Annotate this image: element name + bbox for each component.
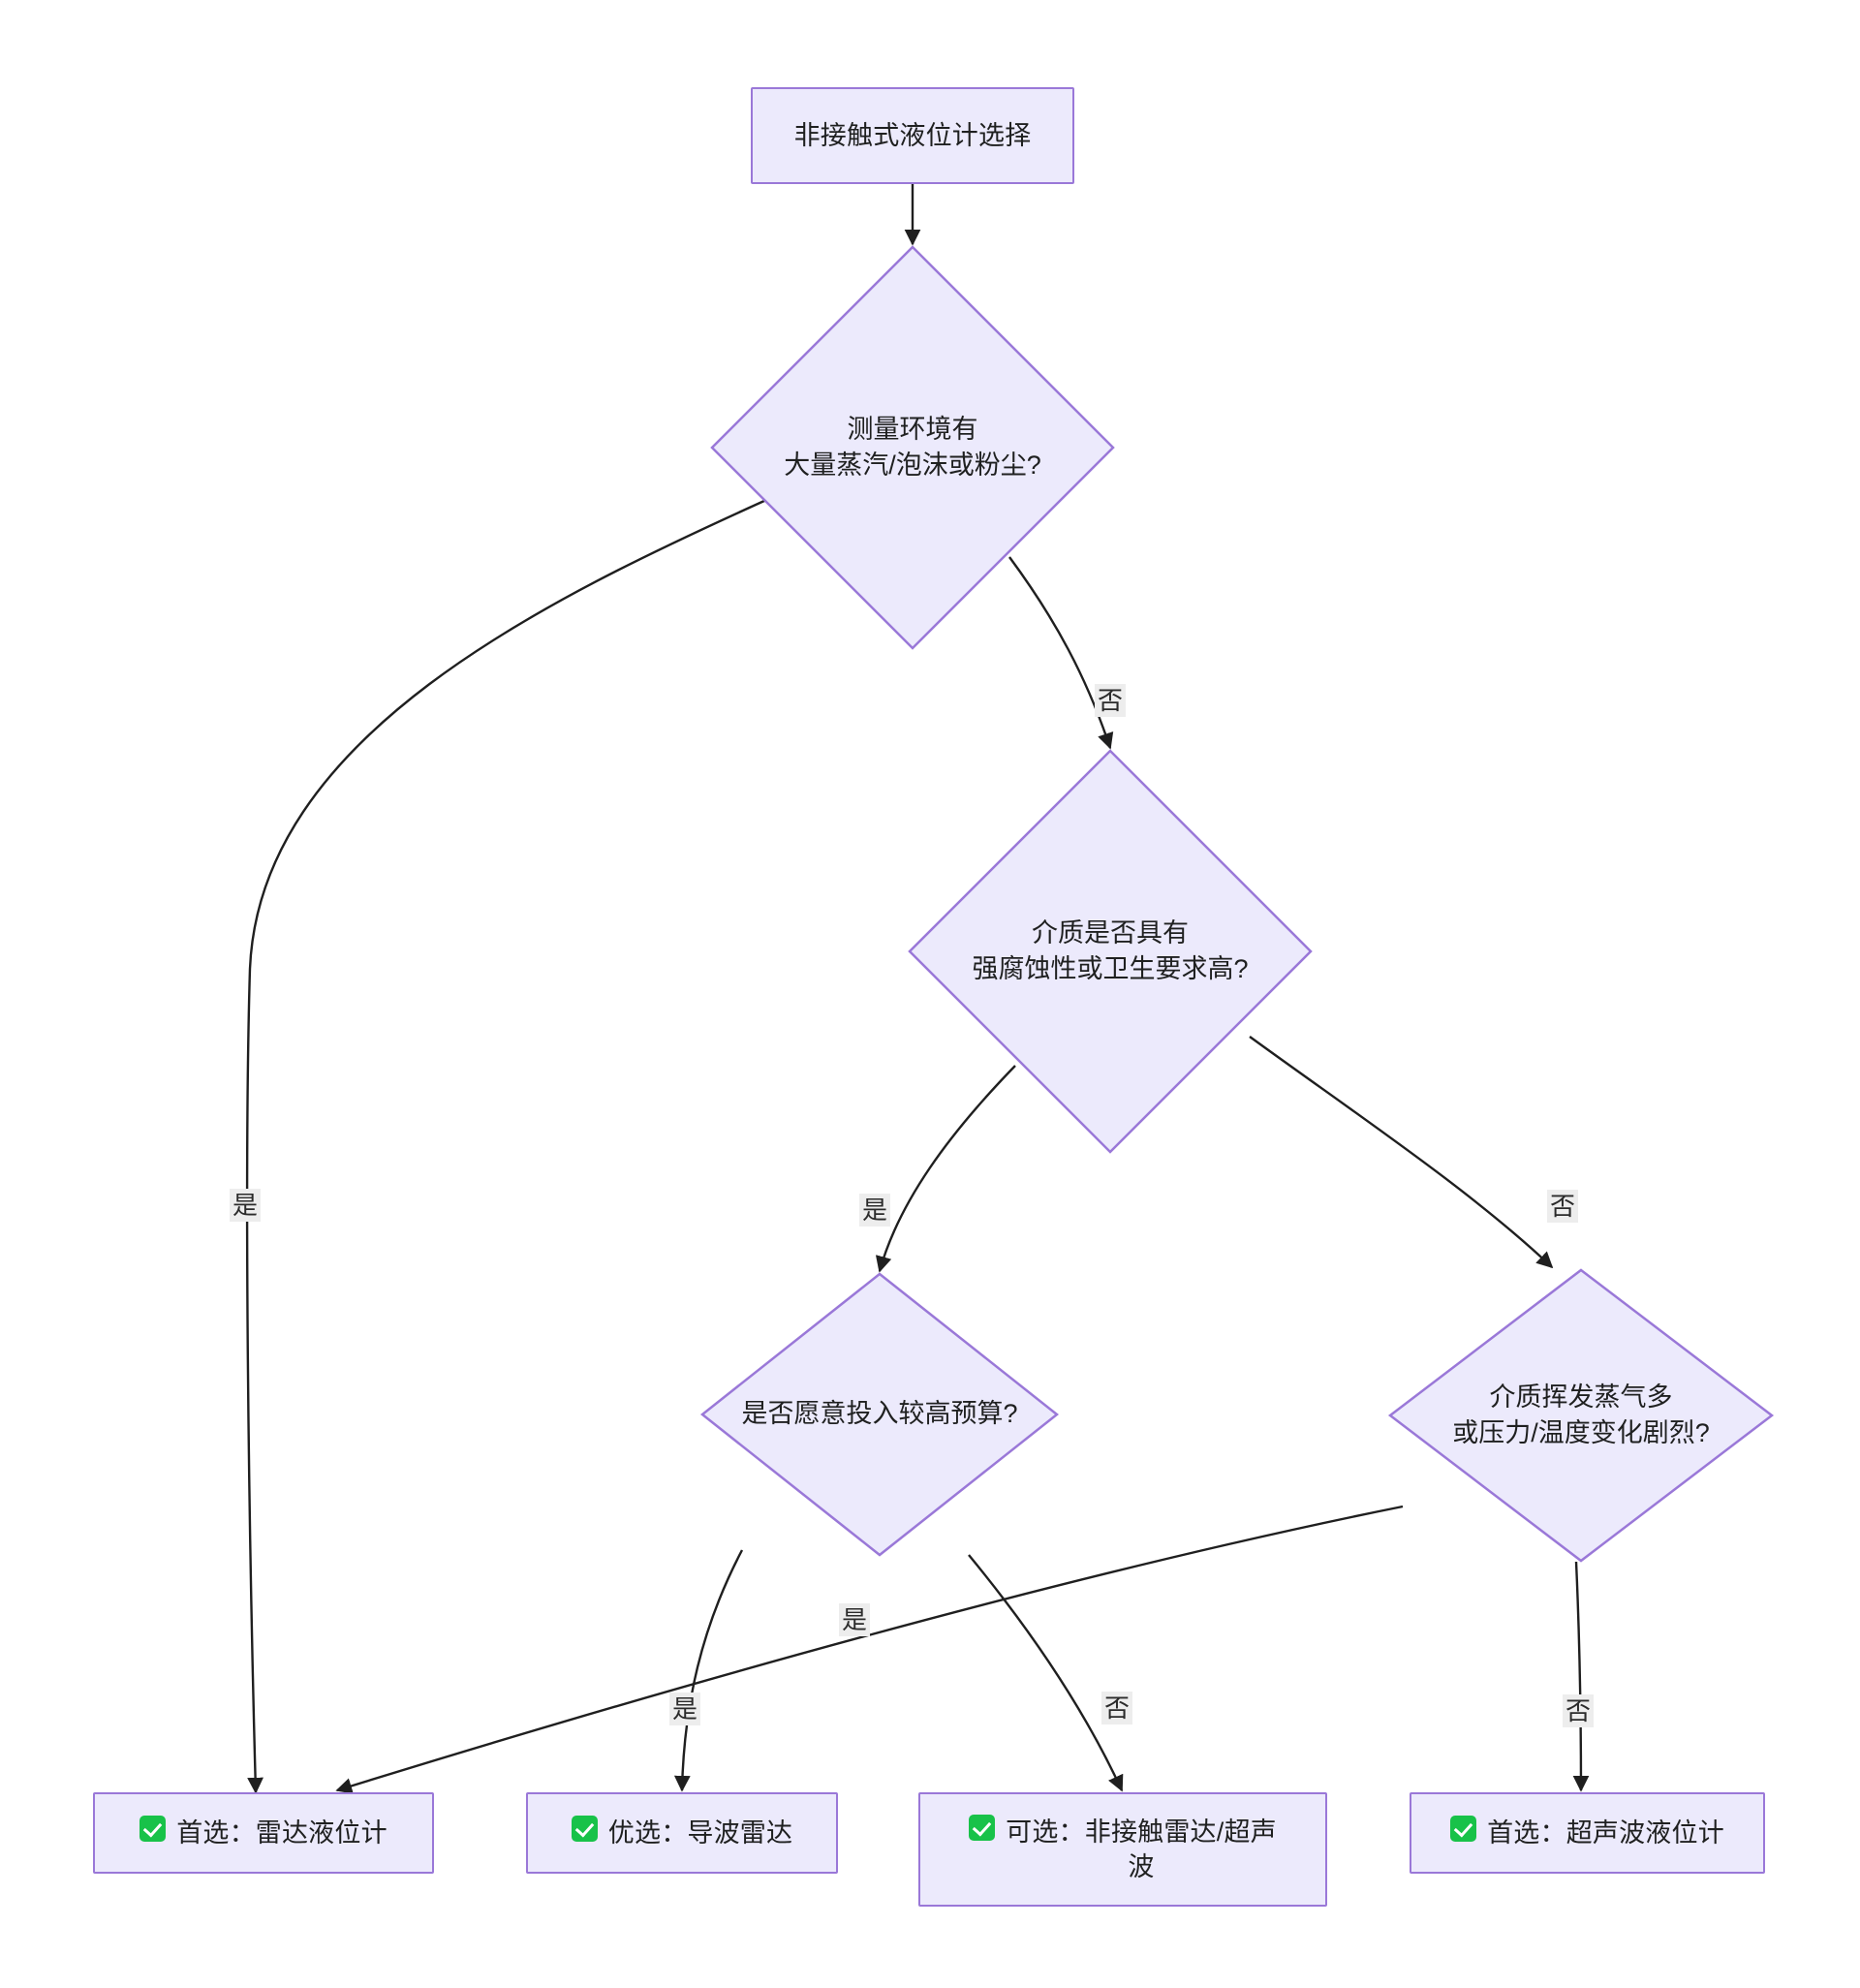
diamond-shape <box>710 245 1115 650</box>
edge-label-d2-yes: 是 <box>858 1194 891 1227</box>
node-decision-corrosive-label: 介质是否具有 强腐蚀性或卫生要求高? <box>972 917 1249 983</box>
result-guided-radar-row: 优选：导波雷达 <box>556 1815 808 1850</box>
diamond-shape <box>699 1272 1060 1557</box>
node-decision-volatile[interactable]: 介质挥发蒸气多 或压力/温度变化剧烈? <box>1387 1267 1775 1564</box>
node-result-optional[interactable]: 可选：非接触雷达/超声 波 <box>918 1792 1327 1907</box>
edge-label-d1-no: 否 <box>1094 684 1127 717</box>
edge-label-d2-no: 否 <box>1546 1190 1579 1223</box>
check-icon <box>969 1814 996 1841</box>
edge-d1-to-r1-yes <box>245 494 776 1794</box>
node-result-radar-label: 首选：雷达液位计 <box>176 1817 388 1848</box>
diamond-shape <box>1387 1268 1775 1563</box>
node-decision-budget-label: 是否愿意投入较高预算? <box>741 1399 1018 1429</box>
edge-label-d4-yes: 是 <box>838 1603 871 1636</box>
result-radar-row: 首选：雷达液位计 <box>124 1815 403 1850</box>
edge-label-d3-no: 否 <box>1100 1692 1133 1724</box>
result-ultrasonic-row: 首选：超声波液位计 <box>1435 1815 1740 1850</box>
node-start[interactable]: 非接触式液位计选择 <box>751 87 1074 184</box>
node-decision-environment[interactable]: 测量环境有 大量蒸汽/泡沫或粉尘? <box>709 244 1116 651</box>
check-icon <box>140 1815 167 1842</box>
diamond-shape <box>908 749 1313 1154</box>
node-result-ultrasonic[interactable]: 首选：超声波液位计 <box>1410 1792 1765 1874</box>
node-decision-environment-label: 测量环境有 大量蒸汽/泡沫或粉尘? <box>784 414 1041 480</box>
node-result-optional-label: 可选：非接触雷达/超声 波 <box>1006 1817 1277 1881</box>
node-decision-volatile-label: 介质挥发蒸气多 或压力/温度变化剧烈? <box>1452 1382 1710 1447</box>
check-icon <box>571 1815 598 1842</box>
check-icon <box>1450 1815 1477 1842</box>
node-decision-corrosive[interactable]: 介质是否具有 强腐蚀性或卫生要求高? <box>907 748 1314 1155</box>
node-result-ultrasonic-label: 首选：超声波液位计 <box>1487 1817 1724 1848</box>
edge-d4-to-r4-no <box>1572 1561 1590 1792</box>
edge-label-d3-yes: 是 <box>668 1693 701 1725</box>
node-decision-budget[interactable]: 是否愿意投入较高预算? <box>699 1271 1060 1558</box>
node-start-label: 非接触式液位计选择 <box>793 120 1032 150</box>
result-optional-row: 可选：非接触雷达/超声 波 <box>953 1814 1292 1885</box>
edge-d3-to-r3-no <box>968 1554 1124 1792</box>
edge-label-d1-yes: 是 <box>229 1189 262 1222</box>
node-result-guided-radar[interactable]: 优选：导波雷达 <box>526 1792 838 1874</box>
node-result-guided-radar-label: 优选：导波雷达 <box>607 1817 793 1848</box>
edge-d3-to-r2-yes <box>673 1549 744 1792</box>
edge-label-d4-no: 否 <box>1562 1694 1595 1727</box>
node-result-radar[interactable]: 首选：雷达液位计 <box>93 1792 434 1874</box>
